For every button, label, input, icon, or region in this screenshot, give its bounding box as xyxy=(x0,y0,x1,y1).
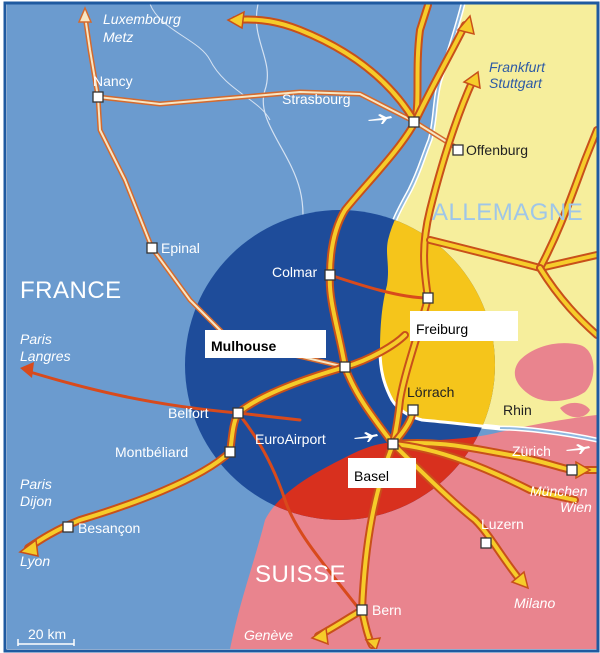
marker-offenburg xyxy=(452,144,464,156)
airport-icons xyxy=(354,114,590,454)
label-munchen: München xyxy=(530,483,588,499)
scale-bar: 20 km xyxy=(17,626,75,646)
airplane-icon xyxy=(566,444,590,454)
label-suisse: SUISSE xyxy=(255,561,346,588)
label-milano: Milano xyxy=(514,595,555,611)
region-boundary xyxy=(149,4,271,121)
marker-lorrach xyxy=(407,404,419,416)
label-belfort: Belfort xyxy=(168,405,209,421)
label-langres: Langres xyxy=(20,348,71,364)
marker-basel xyxy=(387,438,399,450)
arrow-metz xyxy=(226,10,245,30)
label-rhin: Rhin xyxy=(503,402,532,418)
label-epinal: Epinal xyxy=(161,240,200,256)
label-paris-1: Paris xyxy=(20,331,52,347)
label-metz: Metz xyxy=(103,29,133,45)
label-strasbourg: Strasbourg xyxy=(282,91,350,107)
label-france: FRANCE xyxy=(20,277,122,304)
label-dijon: Dijon xyxy=(20,493,52,509)
label-luzern: Luzern xyxy=(481,516,524,532)
airplane-icon xyxy=(368,114,392,124)
label-zurich: Zürich xyxy=(512,443,551,459)
label-geneve: Genève xyxy=(244,627,293,643)
label-montbeliard: Montbéliard xyxy=(115,444,188,460)
marker-freiburg xyxy=(422,292,434,304)
label-offenburg: Offenburg xyxy=(466,142,528,158)
motorways xyxy=(24,4,597,649)
label-colmar: Colmar xyxy=(272,264,317,280)
label-luxembourg: Luxembourg xyxy=(103,11,181,27)
label-mulhouse: Mulhouse xyxy=(211,338,277,354)
scale-label: 20 km xyxy=(28,626,66,642)
city-markers xyxy=(62,91,578,616)
direction-arrows xyxy=(18,6,592,649)
marker-montbeliard xyxy=(224,446,236,458)
marker-luzern xyxy=(480,537,492,549)
marker-nancy xyxy=(92,91,104,103)
marker-mulhouse xyxy=(339,361,351,373)
label-euroairport: EuroAirport xyxy=(255,431,326,447)
arrow-luxembourg xyxy=(77,6,93,23)
mulhouse-label-box xyxy=(205,330,326,358)
label-nancy: Nancy xyxy=(93,73,133,89)
arrow-stuttgart xyxy=(462,70,481,90)
label-lyon: Lyon xyxy=(20,553,50,569)
label-lorrach: Lörrach xyxy=(407,384,454,400)
swiss-patch xyxy=(560,402,590,418)
arrow-paris-langres xyxy=(20,362,34,378)
arrow-geneve xyxy=(310,626,329,646)
arrow-lyon xyxy=(18,538,39,557)
label-stuttgart: Stuttgart xyxy=(489,75,543,91)
label-paris-2: Paris xyxy=(20,476,52,492)
marker-besancon xyxy=(62,521,74,533)
red-roads xyxy=(28,273,430,612)
swiss-patch xyxy=(514,343,594,402)
label-frankfurt: Frankfurt xyxy=(489,59,546,75)
arrow-milano xyxy=(510,570,530,590)
marker-zurich xyxy=(566,464,578,476)
marker-epinal xyxy=(146,242,158,254)
label-basel: Basel xyxy=(354,468,389,484)
marker-strasbourg xyxy=(408,116,420,128)
label-bern: Bern xyxy=(372,602,402,618)
marker-bern xyxy=(356,604,368,616)
label-freiburg: Freiburg xyxy=(416,321,468,337)
arrow-frankfurt xyxy=(456,14,475,36)
label-besancon: Besançon xyxy=(78,520,140,536)
freiburg-label-box xyxy=(410,311,518,341)
label-wien: Wien xyxy=(560,499,592,515)
label-allemagne: ALLEMAGNE xyxy=(432,199,583,226)
basel-label-box xyxy=(348,458,416,488)
airplane-icon xyxy=(354,432,378,442)
marker-colmar xyxy=(324,269,336,281)
marker-belfort xyxy=(232,407,244,419)
map-frame xyxy=(3,1,600,653)
